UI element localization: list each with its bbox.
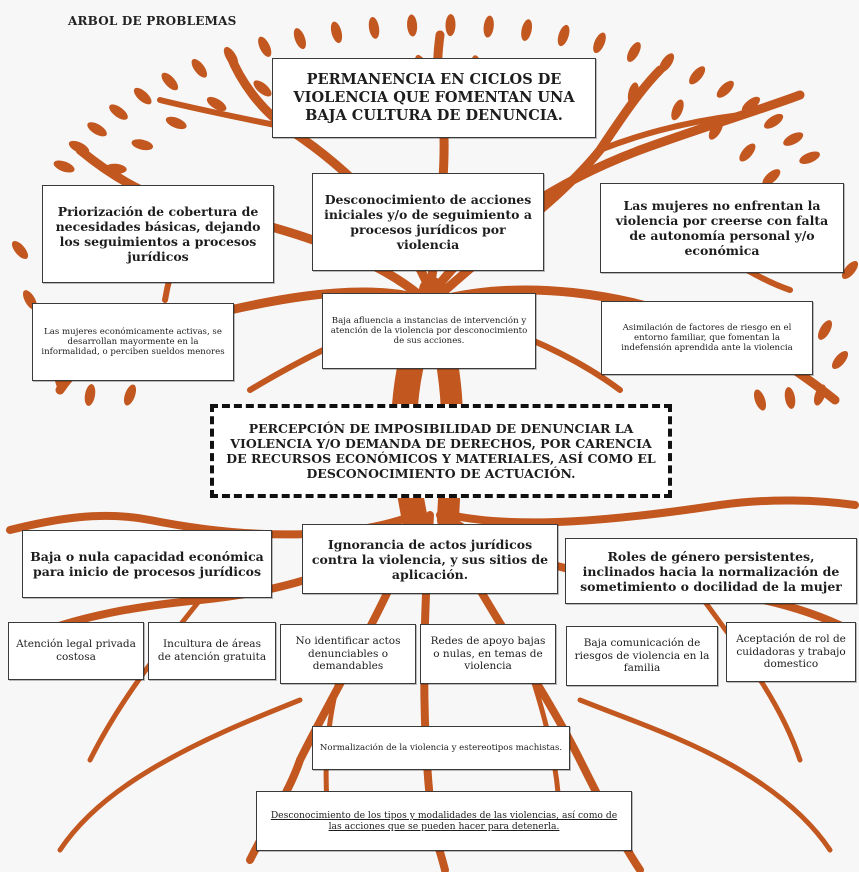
leaf (368, 17, 380, 39)
leaf (123, 384, 137, 406)
leaf (223, 46, 239, 67)
tree-root (57, 697, 303, 853)
effect-center-sub-box: Baja afluencia a instancias de intervenc… (322, 293, 536, 369)
leaf (716, 80, 734, 98)
tree-root (577, 697, 833, 853)
cause-left-box: Baja o nula capacidad económica para ini… (22, 530, 272, 598)
leaf (68, 140, 90, 154)
leaf (627, 42, 641, 62)
root-cause-text-2: Desconocimiento de los tipos y modalidad… (270, 809, 618, 832)
cause-sub-box-5: Baja comunicación de riesgos de violenci… (566, 626, 718, 686)
leaf (784, 387, 796, 409)
leaf (133, 87, 152, 105)
effect-right-sub-text: Asimilación de factores de riesgo en el … (621, 322, 793, 354)
leaf (330, 21, 343, 44)
effect-left-box: Priorización de cobertura de necesidades… (42, 185, 274, 283)
effect-right-box: Las mujeres no enfrentan la violencia po… (600, 183, 844, 273)
leaf (741, 96, 761, 113)
leaf (764, 113, 784, 129)
main-effect-box: PERMANENCIA EN CICLOS DE VIOLENCIA QUE F… (272, 58, 596, 138)
leaf (521, 19, 533, 41)
diagram-title: ARBOL DE PROBLEMAS (68, 14, 237, 28)
central-problem-box: PERCEPCIÓN DE IMPOSIBILIDAD DE DENUNCIAR… (210, 404, 672, 498)
cause-center-text: Ignorancia de actos jurídicos contra la … (311, 536, 549, 582)
cause-sub-box-4: Redes de apoyo bajas o nulas, en temas d… (420, 624, 556, 684)
leaf (11, 240, 29, 260)
leaf (53, 160, 75, 173)
leaf (165, 116, 187, 130)
leaf (131, 139, 154, 151)
effect-center-text: Desconocimiento de acciones iniciales y/… (324, 192, 532, 252)
effect-center-box: Desconocimiento de acciones iniciales y/… (312, 173, 544, 271)
cause-sub-text-4: Redes de apoyo bajas o nulas, en temas d… (430, 635, 546, 673)
cause-right-text: Roles de género persistentes, inclinados… (580, 548, 842, 594)
cause-sub-box-1: Atención legal privada costosa (8, 622, 144, 680)
leaf (753, 389, 767, 411)
leaf (557, 24, 570, 47)
leaf (739, 143, 756, 162)
leaf (84, 384, 96, 406)
leaf (483, 15, 494, 38)
cause-sub-text-2: Incultura de áreas de atención gratuita (157, 638, 267, 663)
root-cause-box-1: Normalización de la violencia y estereot… (312, 726, 570, 770)
root-cause-box-2: Desconocimiento de los tipos y modalidad… (256, 791, 632, 851)
leaf (627, 82, 639, 104)
leaf (87, 122, 107, 137)
cause-sub-text-6: Aceptación de rol de cuidadoras y trabaj… (736, 633, 846, 671)
cause-sub-text-1: Atención legal privada costosa (16, 638, 136, 663)
effect-right-text: Las mujeres no enfrentan la violencia po… (615, 198, 829, 258)
cause-center-box: Ignorancia de actos jurídicos contra la … (302, 524, 558, 594)
leaf (813, 384, 827, 406)
leaf (799, 151, 820, 164)
leaf (659, 53, 675, 73)
leaf (191, 59, 208, 78)
cause-sub-box-6: Aceptación de rol de cuidadoras y trabaj… (726, 622, 856, 682)
leaf (689, 66, 706, 85)
leaf (783, 132, 804, 146)
effect-left-sub-box: Las mujeres económicamente activas, se d… (32, 303, 234, 381)
leaf (109, 104, 128, 120)
cause-sub-box-2: Incultura de áreas de atención gratuita (148, 622, 276, 680)
leaf (206, 96, 227, 112)
cause-sub-box-3: No identificar actos denunciables o dema… (280, 624, 416, 684)
leaf (831, 350, 849, 370)
main-effect-text: PERMANENCIA EN CICLOS DE VIOLENCIA QUE F… (293, 70, 575, 125)
leaf (253, 80, 272, 97)
leaf (161, 72, 179, 91)
cause-sub-text-3: No identificar actos denunciables o dema… (295, 635, 401, 673)
root-cause-text-1: Normalización de la violencia y estereot… (319, 742, 563, 753)
cause-sub-text-5: Baja comunicación de riesgos de violenci… (574, 637, 710, 675)
leaf (818, 320, 832, 340)
leaf (841, 260, 859, 280)
leaf (445, 14, 456, 37)
tree-root (446, 496, 859, 527)
effect-center-sub-text: Baja afluencia a instancias de intervenc… (330, 315, 528, 347)
leaf (104, 163, 127, 174)
tree-branch (597, 112, 743, 153)
effect-left-sub-text: Las mujeres económicamente activas, se d… (41, 326, 225, 358)
leaf (708, 120, 724, 140)
effect-left-text: Priorización de cobertura de necesidades… (55, 204, 261, 264)
leaf (593, 32, 606, 54)
effect-right-sub-box: Asimilación de factores de riesgo en el … (601, 301, 813, 375)
leaf (293, 28, 306, 50)
cause-right-box: Roles de género persistentes, inclinados… (565, 538, 857, 604)
leaf (671, 99, 684, 121)
cause-left-text: Baja o nula capacidad económica para ini… (30, 549, 264, 579)
leaf (258, 36, 272, 57)
leaf (407, 14, 418, 37)
central-problem-text: PERCEPCIÓN DE IMPOSIBILIDAD DE DENUNCIAR… (226, 421, 656, 481)
leaf (762, 169, 781, 186)
